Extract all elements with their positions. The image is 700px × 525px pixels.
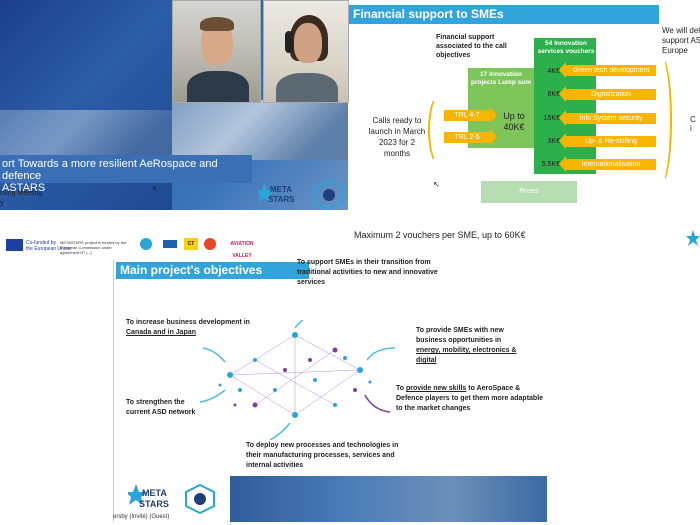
svg-text:STARS: STARS	[139, 499, 169, 509]
associated-label: Financial support associated to the call…	[436, 34, 507, 59]
objectives-slide-footer	[230, 476, 547, 522]
side-letter-i: i	[690, 124, 692, 133]
objective-highlight: Canada and in Japan	[126, 329, 197, 336]
slide-banner	[0, 155, 252, 183]
network-graphic	[199, 320, 396, 440]
prizes-box: Prizes	[481, 181, 577, 203]
banner-line-1: ort Towards a more resilient AeRospace a…	[2, 158, 218, 182]
max-vouchers-text: Maximum 2 vouchers per SME, up to 60K€	[354, 230, 526, 240]
mouse-cursor-icon: ↖	[152, 185, 159, 194]
participant-name-label: ersby (Invité) (Guest)	[113, 514, 170, 520]
svg-text:META: META	[142, 488, 167, 498]
objective-text: To strengthen the	[126, 399, 185, 406]
ct-logo: CT	[184, 238, 198, 250]
funding-text: METASTARS project is funded by the Europ…	[60, 240, 127, 255]
participant-video-1[interactable]	[172, 0, 261, 103]
voucher-amount: 15K€	[543, 115, 560, 122]
calls-text: Calls ready to launch in March 2023 for …	[368, 116, 426, 158]
slide-banner-text: ort Towards a more resilient AeRospace a…	[0, 158, 252, 194]
objective-text: to AeroSpace & Defence players to get th…	[396, 385, 544, 412]
clusters-logo	[185, 484, 215, 514]
lump-sum-label: 17 Innovation projects Lump sum	[471, 71, 531, 86]
metastars-logo-text: META	[270, 185, 292, 194]
objective-opportunities: To provide SMEs with new business opport…	[416, 326, 526, 366]
eu-cofunded-text: Co-funded by the European Union	[26, 240, 70, 252]
trl-arrow-2: TRL 2-5	[444, 129, 497, 145]
voucher-amount: 4K€	[547, 68, 560, 75]
side-text-1: We will deli	[662, 26, 700, 35]
objective-text: To increase business development in	[126, 319, 250, 326]
objectives-slide-title: Main project's objectives	[116, 262, 309, 279]
vouchers-label: 54 Innovation services vouchers	[537, 40, 595, 55]
aviation-valley-logo: AVIATION VALLEY	[230, 241, 254, 259]
eu-text-2: the European Union	[26, 246, 71, 252]
event-text: rning Meeting y	[0, 189, 42, 209]
objective-text: current ASD network	[126, 409, 196, 416]
objective-text: To	[396, 385, 405, 392]
partner-logo-icon	[204, 238, 216, 250]
banner-line-2: ASTARS	[2, 182, 46, 194]
objective-business-development: To increase business development in Cana…	[126, 318, 261, 338]
voucher-label: Internationalisation	[559, 156, 656, 172]
side-letter-c: C	[690, 115, 696, 124]
event-line-1: rning Meeting	[0, 190, 43, 197]
side-text-2: support ASI	[662, 36, 700, 45]
partner-logo-icon	[163, 240, 177, 248]
objective-highlight: provide new skills	[406, 385, 467, 392]
objective-asd-network: To strengthen the current ASD network	[126, 398, 216, 418]
eu-text-1: Co-funded by	[26, 240, 57, 246]
objective-skills: To provide new skills to AeroSpace & Def…	[396, 384, 546, 414]
metastars-logo: META STARS	[258, 182, 295, 204]
voucher-label: Info System security	[559, 110, 656, 126]
partner-logo-icon	[140, 238, 152, 250]
svg-text:STARS: STARS	[268, 195, 295, 204]
voucher-label: Green tech development	[559, 62, 656, 78]
event-line-2: y	[0, 200, 4, 207]
objective-highlight: energy, mobility, electronics & digital	[416, 347, 517, 364]
voucher-amount: 3K€	[547, 138, 560, 145]
clusters-logo	[314, 180, 344, 210]
metastars-logo: META STARS	[128, 484, 169, 509]
voucher-label: Digitalization	[559, 86, 656, 102]
voucher-amount: 6K€	[547, 91, 560, 98]
voucher-amount: 5.5K€	[541, 161, 560, 168]
participant-video-2[interactable]	[263, 0, 349, 103]
metastars-partial-logo	[686, 230, 700, 246]
bracket-right	[650, 55, 672, 185]
financial-slide-title: Financial support to SMEs	[349, 5, 659, 24]
objective-processes: To deploy new processes and technologies…	[246, 442, 399, 469]
mouse-cursor-icon: ↖	[433, 180, 440, 189]
eu-flag-icon	[6, 239, 23, 251]
bracket-left	[428, 95, 450, 165]
lump-sum-amount: Up to 40K€	[503, 111, 525, 132]
objective-text: To provide SMEs with new business opport…	[416, 327, 504, 344]
trl-arrow-1: TRL 4-7	[444, 107, 497, 123]
voucher-label: Up- & Re-skilling	[559, 133, 656, 149]
objective-transition: To support SMEs in their transition from…	[297, 259, 438, 286]
financial-side-text: We will deli support ASI Europe	[662, 26, 700, 56]
side-text-c: C i	[690, 115, 696, 133]
side-text-3: Europe	[662, 46, 688, 55]
vouchers-box	[534, 38, 596, 174]
